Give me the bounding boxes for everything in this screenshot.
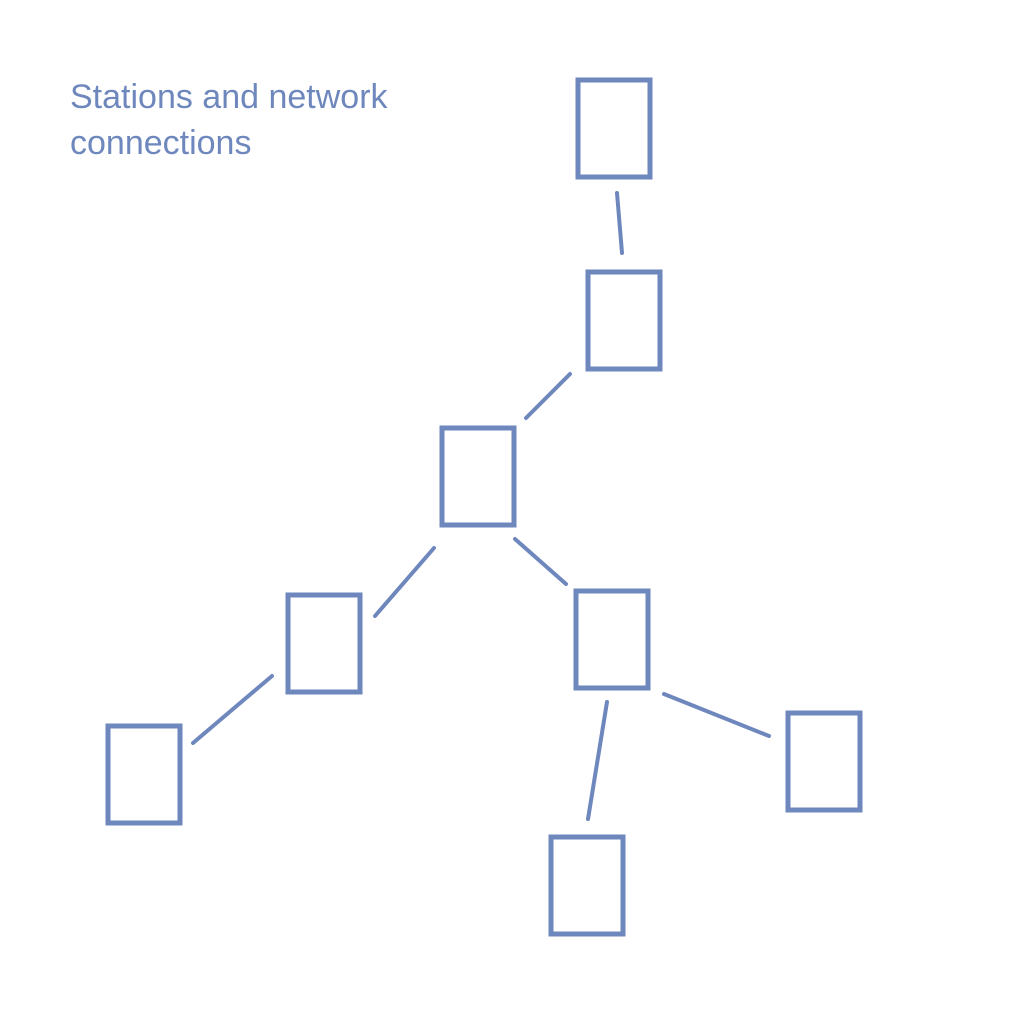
connection-line	[513, 537, 568, 586]
title-line-2: connections	[70, 124, 252, 162]
connection-line	[662, 692, 771, 738]
station-node	[105, 723, 183, 826]
connection-line	[373, 546, 436, 618]
station-node	[439, 425, 517, 528]
connection-line	[615, 191, 624, 255]
station-node	[785, 710, 863, 813]
connection-line	[524, 372, 572, 420]
station-node	[548, 834, 626, 937]
station-node	[585, 269, 663, 372]
connection-line	[586, 700, 609, 821]
title-line-1: Stations and network	[70, 78, 388, 116]
station-node	[285, 592, 363, 695]
station-node	[575, 77, 653, 180]
diagram-title: Stations and network connections	[70, 74, 490, 166]
station-node	[573, 588, 651, 691]
connection-line	[191, 674, 274, 745]
